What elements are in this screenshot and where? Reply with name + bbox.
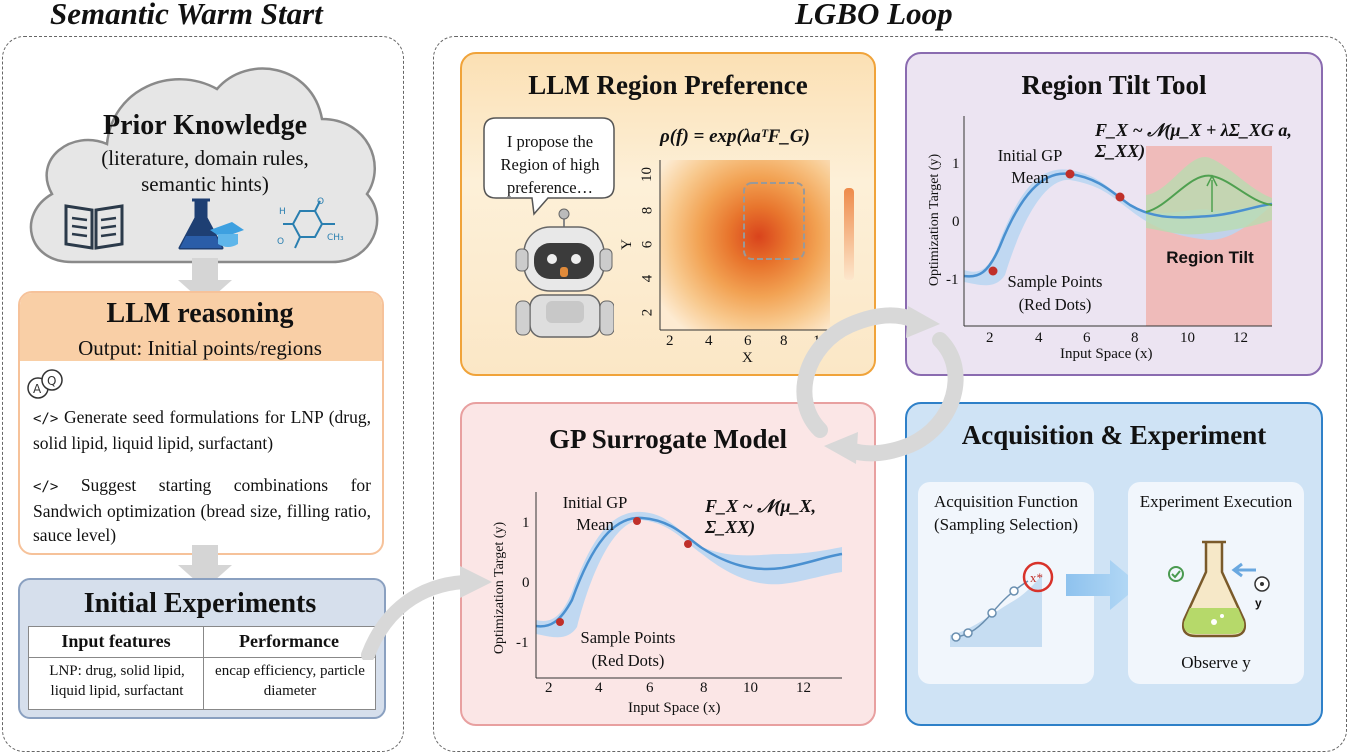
heatmap-xtick: 2 <box>666 333 674 349</box>
curved-arrow-to-gp <box>361 566 492 660</box>
heatmap-xlabel: X <box>742 350 753 366</box>
y-symbol: y <box>1255 596 1262 610</box>
heatmap-xtick: 6 <box>744 333 752 349</box>
heatmap-ytick: 8 <box>639 206 656 215</box>
acquisition-card <box>918 482 1094 684</box>
svg-text:H: H <box>279 207 286 217</box>
qa-chat-icon: A Q <box>27 369 63 399</box>
tilt-xtick: 4 <box>1035 330 1043 346</box>
flask-graduation-icon <box>178 198 244 250</box>
reasoning-item-2-text: Suggest starting combinations for Sandwi… <box>33 475 371 545</box>
experiment-card-text: Experiment Execution <box>1139 492 1293 511</box>
tilt-label-samples: Sample Points (Red Dots) <box>1007 272 1103 314</box>
table-cell-performance: encap efficiency, particle diameter <box>215 663 365 699</box>
acquisition-card-text: Acquisition Function (Sampling Selection… <box>933 492 1079 534</box>
tilt-xtick: 2 <box>986 330 994 346</box>
heatmap-yticks: 10 8 6 4 2 <box>639 160 660 340</box>
svg-text:A: A <box>33 382 42 396</box>
region-preference-title: LLM Region Preference <box>528 70 808 100</box>
tilt-ylabel: Optimization Target (y) <box>927 153 942 287</box>
svg-text:O: O <box>277 237 284 247</box>
arrow-right-icon <box>1066 560 1140 610</box>
arrow-down-1 <box>178 258 232 304</box>
code-icon: </> <box>33 479 59 495</box>
tilt-ytick: 1 <box>952 156 960 172</box>
gp-xtick: 12 <box>796 680 811 696</box>
gp-xtick: 2 <box>545 680 553 696</box>
reasoning-item-2: </> Suggest starting combinations for Sa… <box>33 473 371 547</box>
region-tilt-title: Region Tilt Tool <box>1021 70 1207 100</box>
gp-ytick: -1 <box>516 635 529 651</box>
gp-surrogate-title: GP Surrogate Model <box>549 424 787 454</box>
experiments-table: Input features Performance LNP: drug, so… <box>28 626 376 710</box>
gp-ytick: 1 <box>522 515 530 531</box>
lgbo-loop-container <box>433 36 1347 752</box>
reasoning-item-1: </> Generate seed formulations for LNP (… <box>33 405 371 455</box>
heatmap-ytick: 6 <box>639 240 656 249</box>
tilt-xtick: 8 <box>1131 330 1139 346</box>
tilt-xtick: 12 <box>1233 330 1248 346</box>
tilt-formula: F_X ~ 𝒩(μ_X + λΣ_XG a, Σ_XX) <box>1095 120 1292 161</box>
prior-knowledge-title: Prior Knowledge <box>102 110 307 141</box>
acquisition-title: Acquisition & Experiment <box>961 420 1267 450</box>
acquisition-curve-icon <box>950 561 1054 647</box>
speech-bubble <box>483 117 615 216</box>
gp-label-mean: Initial GP Mean <box>562 493 628 534</box>
gp-plot <box>535 492 843 679</box>
svg-text:O: O <box>317 197 324 207</box>
prior-knowledge-subtitle: (literature, domain rules, semantic hint… <box>101 146 309 196</box>
llm-reasoning-title: LLM reasoning <box>106 298 294 329</box>
speech-text: I propose the Region of high preference… <box>500 132 600 197</box>
gp-xtick: 8 <box>700 680 708 696</box>
molecule-icon: H CH₃ O O <box>277 197 344 249</box>
x-star-label: x* <box>1030 570 1043 585</box>
gp-formula: F_X ~ 𝒩(μ_X, Σ_XX) <box>705 496 817 537</box>
table-header-input: Input features <box>61 631 171 651</box>
right-section-title: LGBO Loop <box>795 0 953 31</box>
heatmap-ylabel: Y <box>618 239 635 250</box>
loop-cycle-arrows <box>796 306 964 464</box>
tilt-label-region: Region Tilt <box>1166 248 1254 267</box>
heatmap-xtick: 8 <box>780 333 788 349</box>
table-column-divider <box>203 627 204 709</box>
gp-xtick: 4 <box>595 680 603 696</box>
heatmap-axes <box>659 160 830 331</box>
tilt-xtick: 10 <box>1180 330 1195 346</box>
tilt-label-mean: Initial GP Mean <box>997 146 1063 187</box>
heatmap-xtick: 4 <box>705 333 713 349</box>
gp-ytick: 0 <box>522 575 530 591</box>
preference-heatmap <box>659 160 854 331</box>
table-divider <box>29 657 375 658</box>
heatmap-ytick: 10 <box>639 167 655 182</box>
svg-text:CH₃: CH₃ <box>327 233 344 243</box>
code-icon: </> <box>33 411 59 427</box>
gp-xtick: 6 <box>646 680 654 696</box>
heatmap-ytick: 4 <box>639 274 656 283</box>
tilt-xlabel: Input Space (x) <box>1060 346 1153 362</box>
warm-start-container <box>2 36 404 752</box>
gp-label-samples: Sample Points (Red Dots) <box>580 628 676 670</box>
preference-formula: ρ(f) = exp(λaᵀF_G) <box>660 126 810 147</box>
gp-xlabel: Input Space (x) <box>628 700 721 716</box>
table-header-performance: Performance <box>239 631 339 651</box>
robot-icon <box>515 208 614 338</box>
gp-xtick: 10 <box>743 680 758 696</box>
heatmap-ytick: 2 <box>639 308 656 317</box>
cloud-shape <box>29 67 379 264</box>
table-cell-input: LNP: drug, solid lipid, liquid lipid, su… <box>49 663 185 699</box>
arrow-down-2 <box>178 545 232 589</box>
initial-experiments-title: Initial Experiments <box>83 588 317 619</box>
reasoning-item-1-text: Generate seed formulations for LNP (drug… <box>33 407 371 453</box>
tilt-ytick: 0 <box>952 214 960 230</box>
book-icon <box>64 204 124 250</box>
tilt-plot <box>963 116 1273 327</box>
tilt-xtick: 6 <box>1083 330 1091 346</box>
tilt-ytick: -1 <box>946 272 959 288</box>
left-section-title: Semantic Warm Start <box>50 0 323 31</box>
observe-y-text: Observe y <box>1181 653 1251 672</box>
llm-reasoning-output: Output: Initial points/regions <box>78 336 322 360</box>
svg-text:Q: Q <box>47 374 56 388</box>
flask-icon <box>1168 540 1270 638</box>
